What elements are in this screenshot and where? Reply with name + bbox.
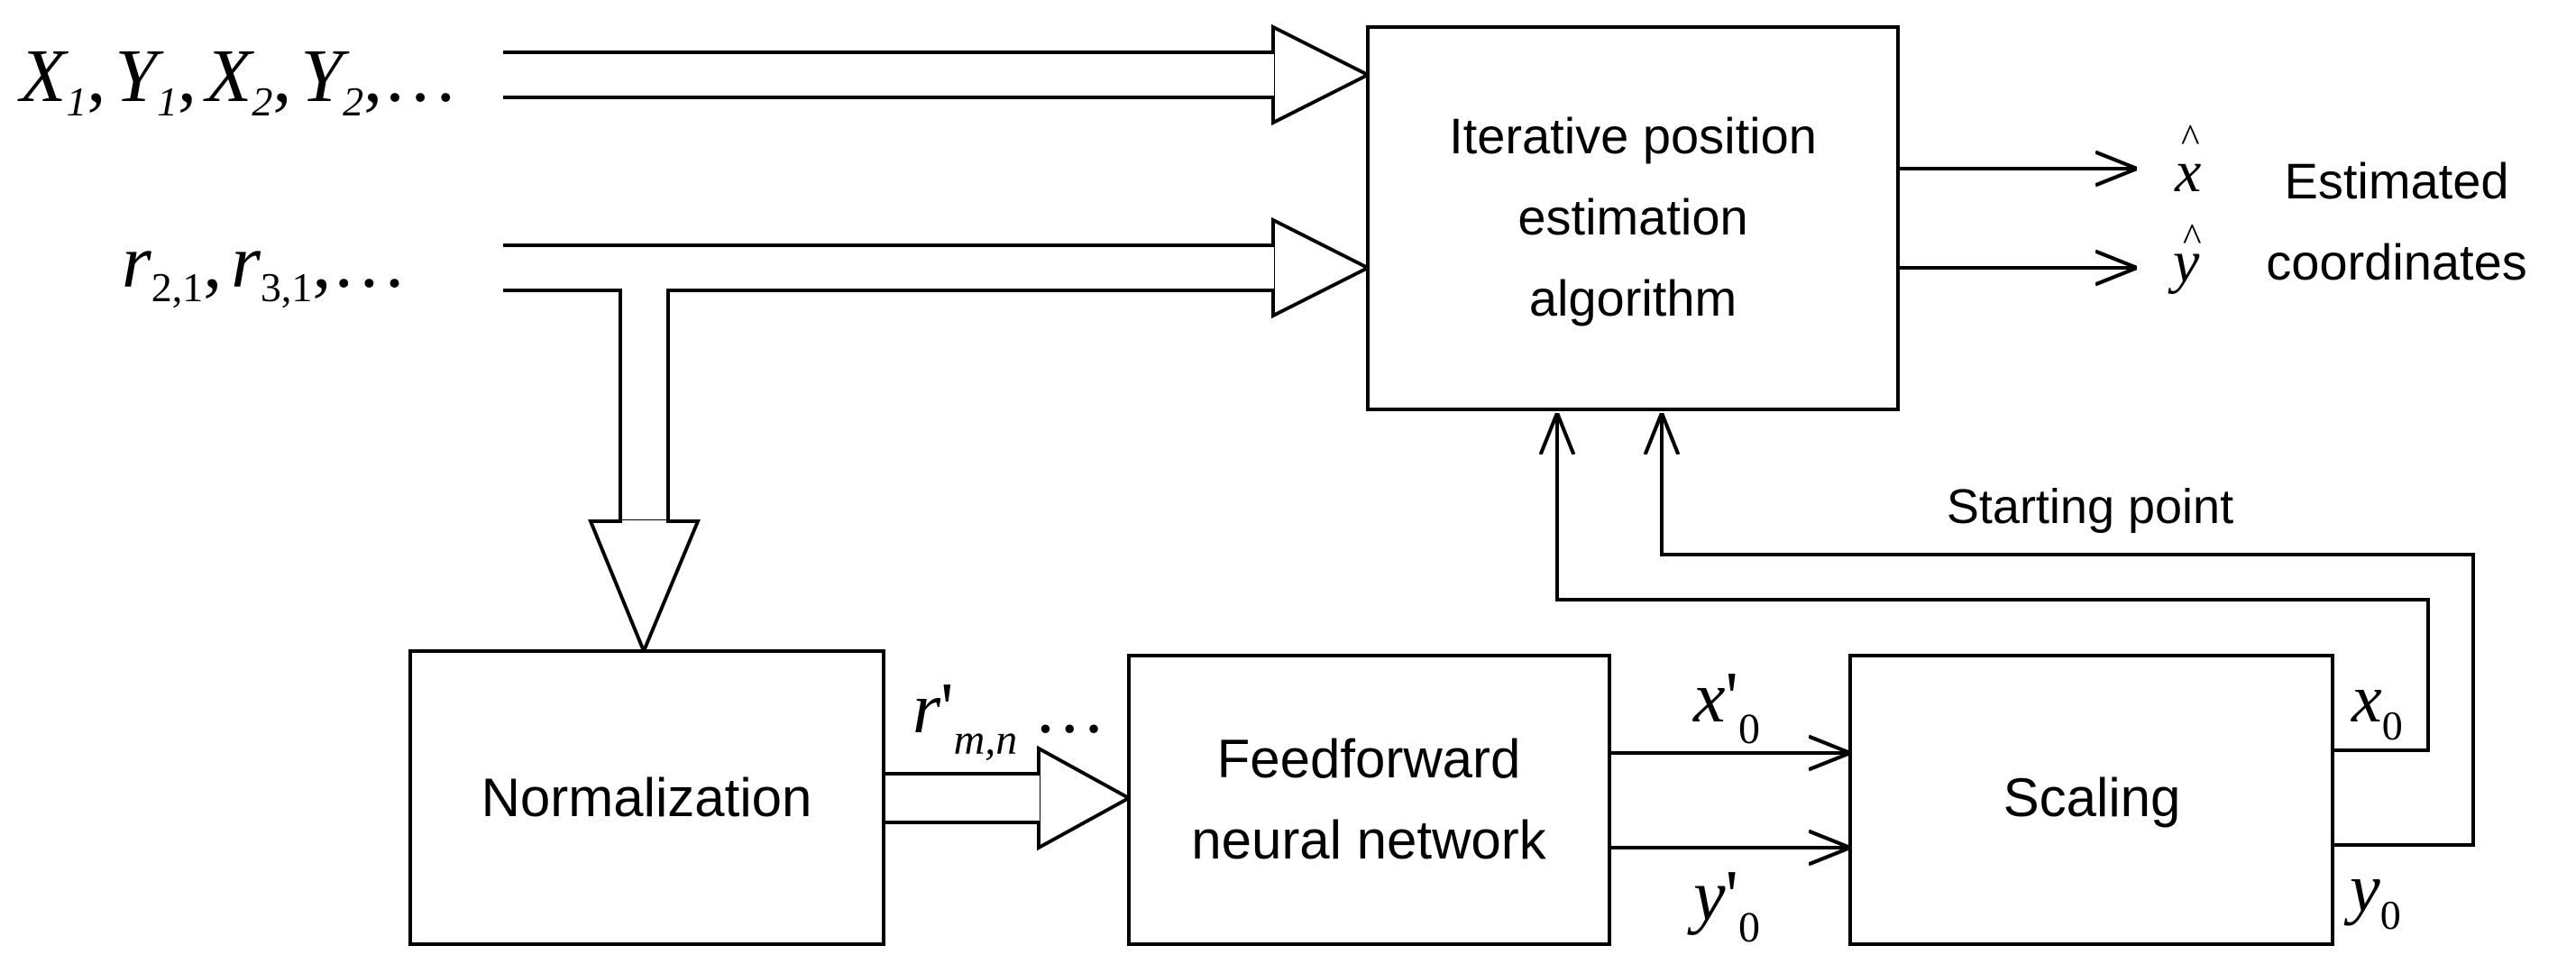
svg-text:^: ^ bbox=[2180, 116, 2199, 161]
iterative-label-1: Iterative position bbox=[1449, 107, 1817, 164]
ffnn-label-1: Feedforward bbox=[1217, 729, 1521, 789]
feedback-y0-line bbox=[1662, 413, 2475, 847]
svg-text:y: y bbox=[2168, 229, 2200, 295]
scaling-block bbox=[1848, 654, 2334, 946]
feedback-x0-line bbox=[1557, 413, 2430, 752]
ffnn-block bbox=[1127, 654, 1611, 946]
scaling-label: Scaling bbox=[2003, 767, 2181, 828]
y-hat-symbol: y ^ bbox=[2168, 216, 2201, 295]
x-prime-0-label: x'0 bbox=[1692, 658, 1760, 753]
estimated-label-2: coordinates bbox=[2266, 234, 2527, 290]
normalization-block bbox=[408, 649, 885, 946]
y-prime-0-label: y'0 bbox=[1687, 857, 1760, 951]
input-xy-label: X1,Y1,X2,Y2,… bbox=[17, 34, 458, 124]
svg-text:x: x bbox=[2174, 139, 2201, 205]
input-r-arrow bbox=[503, 216, 1372, 656]
r-prime-label: r'm,n… bbox=[912, 669, 1105, 764]
normalization-label: Normalization bbox=[481, 767, 812, 828]
ffnn-label-2: neural network bbox=[1191, 810, 1547, 870]
y0-label: y0 bbox=[2343, 850, 2401, 938]
svg-text:^: ^ bbox=[2182, 216, 2201, 260]
input-xy-arrow bbox=[503, 23, 1372, 126]
normalized-r-arrow bbox=[884, 745, 1133, 851]
starting-point-label: Starting point bbox=[1947, 480, 2233, 534]
input-r-label: r2,1,r3,1,… bbox=[122, 220, 407, 310]
iterative-label-2: estimation bbox=[1517, 188, 1747, 245]
x0-label: x0 bbox=[2351, 661, 2403, 748]
iterative-label-3: algorithm bbox=[1529, 270, 1737, 326]
estimated-label-1: Estimated bbox=[2285, 152, 2509, 209]
iterative-block bbox=[1366, 25, 1900, 411]
x-hat-symbol: x ^ bbox=[2174, 116, 2201, 205]
